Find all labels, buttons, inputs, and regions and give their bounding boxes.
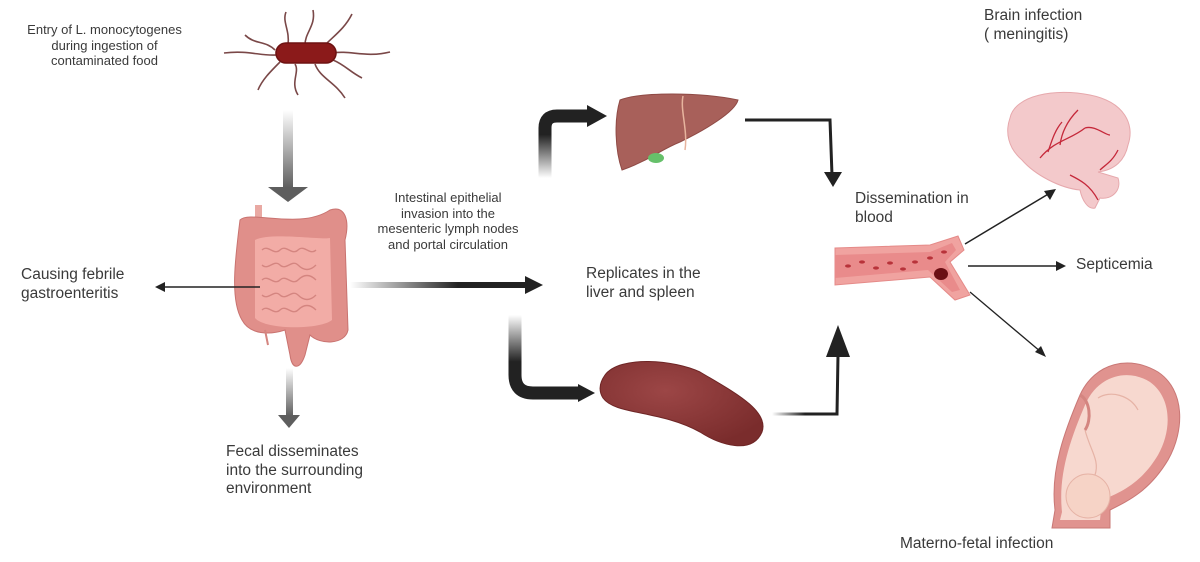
brain-icon — [1007, 91, 1131, 209]
invasion-label-line: and portal circulation — [388, 236, 508, 252]
arrow-blood-to-fetal — [969, 291, 1046, 357]
entry-label-line: Entry of L. monocytogenes — [27, 22, 182, 37]
fecal-label-line: into the surrounding — [226, 461, 364, 479]
replicates-label: Replicates in the liver and spleen — [586, 265, 701, 302]
replicates-label-line: liver and spleen — [586, 283, 695, 301]
arrow-intestine-to-fecal — [278, 368, 300, 428]
arrow-blood-to-brain — [964, 189, 1056, 245]
septicemia-label: Septicemia — [1076, 256, 1153, 275]
invasion-label-line: invasion into the — [401, 205, 495, 221]
invasion-label-line: Intestinal epithelial — [394, 190, 502, 205]
arrow-intestine-to-gastro — [155, 282, 260, 292]
fecal-label-line: environment — [226, 480, 312, 498]
dissemination-label-line: Dissemination in — [855, 190, 969, 207]
gastroenteritis-label: Causing febrile gastroenteritis — [21, 266, 124, 303]
blood-vessel-icon — [834, 235, 971, 301]
septicemia-label-line: Septicemia — [1076, 256, 1153, 273]
arrow-to-liver — [538, 105, 607, 178]
dissemination-label: Dissemination in blood — [855, 190, 969, 227]
arrow-liver-to-blood — [745, 118, 842, 187]
arrow-entry-to-intestine — [268, 110, 308, 202]
materno-fetal-label: Materno-fetal infection — [900, 535, 1053, 554]
bacterium-icon — [223, 9, 391, 99]
brain-label-line: Brain infection — [984, 7, 1083, 24]
gastro-label-line: gastroenteritis — [21, 284, 119, 302]
arrow-blood-to-septicemia — [968, 261, 1066, 271]
arrow-to-spleen — [508, 315, 595, 402]
entry-label-line: contaminated food — [51, 53, 158, 69]
replicates-label-line: Replicates in the — [586, 265, 701, 282]
fetal-label-line: Materno-fetal infection — [900, 535, 1054, 552]
invasion-label-line: mesenteric lymph nodes — [377, 221, 519, 237]
fetus-icon — [1051, 362, 1181, 529]
fecal-label: Fecal disseminates into the surrounding … — [226, 443, 363, 499]
intestine-icon — [234, 205, 349, 367]
entry-label-line: during ingestion of — [51, 37, 158, 53]
brain-label-line: ( meningitis) — [984, 25, 1069, 43]
invasion-label: Intestinal epithelial invasion into the … — [358, 190, 538, 252]
arrow-intestine-to-replicates — [350, 276, 543, 294]
gastro-label-line: Causing febrile — [21, 266, 125, 283]
spleen-icon — [599, 361, 764, 447]
fecal-label-line: Fecal disseminates — [226, 443, 359, 460]
arrow-spleen-to-blood — [772, 325, 850, 416]
liver-icon — [615, 93, 739, 171]
entry-label: Entry of L. monocytogenes during ingesti… — [2, 22, 207, 69]
dissemination-label-line: blood — [855, 208, 893, 226]
brain-infection-label: Brain infection ( meningitis) — [984, 7, 1082, 44]
